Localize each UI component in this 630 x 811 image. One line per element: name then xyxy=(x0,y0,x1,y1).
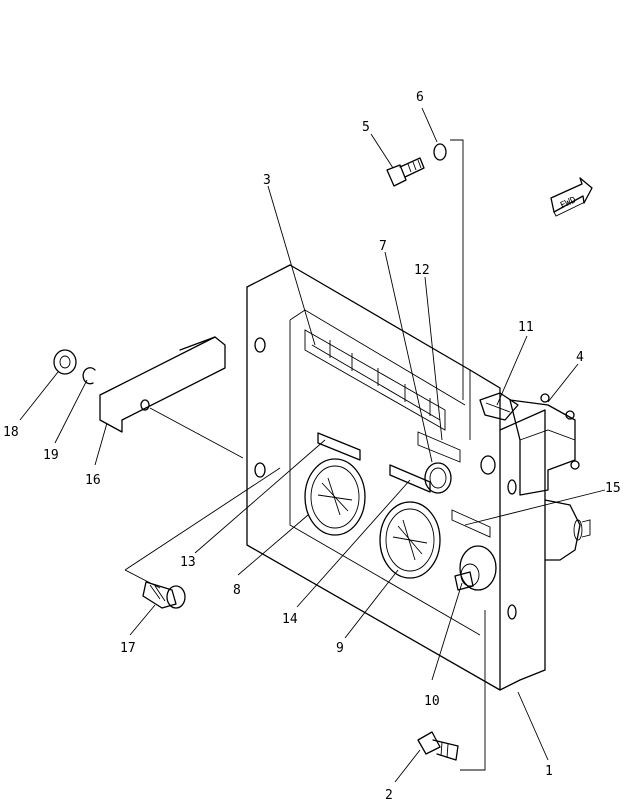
washer-6 xyxy=(433,143,447,161)
left-gauge xyxy=(304,458,366,536)
bolt-17 xyxy=(142,581,186,609)
panel-knob xyxy=(480,455,496,475)
leader-lines xyxy=(124,139,486,771)
callout-3: 3 xyxy=(263,173,271,188)
bolt-5 xyxy=(386,157,425,187)
label-plate-12 xyxy=(417,431,461,463)
callout-leaders xyxy=(19,107,606,783)
callout-18: 18 xyxy=(3,425,19,440)
label-plate-14 xyxy=(389,464,431,493)
callout-11: 11 xyxy=(518,320,534,335)
right-gauge xyxy=(379,501,441,579)
key-switch xyxy=(454,545,497,591)
callout-8: 8 xyxy=(233,583,241,598)
label-plate-15 xyxy=(451,509,491,538)
washer-19 xyxy=(82,367,96,385)
bolt-2 xyxy=(417,731,459,761)
callout-6: 6 xyxy=(416,90,424,105)
callout-17: 17 xyxy=(120,641,136,656)
label-plate-13 xyxy=(317,432,361,461)
fwd-direction-arrow: FWD xyxy=(550,177,593,217)
callout-9: 9 xyxy=(336,641,344,656)
callout-14: 14 xyxy=(282,612,298,627)
callout-15: 15 xyxy=(605,481,621,496)
callout-10: 10 xyxy=(424,694,440,709)
callout-1: 1 xyxy=(545,764,553,779)
callout-2: 2 xyxy=(385,788,393,803)
callout-5: 5 xyxy=(362,120,370,135)
nut-18 xyxy=(53,349,77,375)
connector-assembly xyxy=(479,392,580,496)
callout-12: 12 xyxy=(414,263,430,278)
callout-19: 19 xyxy=(43,448,59,463)
fwd-label: FWD xyxy=(559,195,578,211)
indicator-lamp xyxy=(424,462,452,494)
callout-labels: 1 2 3 4 5 6 7 8 9 10 11 12 13 14 15 16 1… xyxy=(3,90,621,803)
callout-13: 13 xyxy=(180,555,196,570)
buzzer xyxy=(544,499,591,561)
callout-7: 7 xyxy=(379,239,387,254)
callout-16: 16 xyxy=(85,473,101,488)
callout-4: 4 xyxy=(576,350,584,365)
bracket-16 xyxy=(99,336,226,433)
